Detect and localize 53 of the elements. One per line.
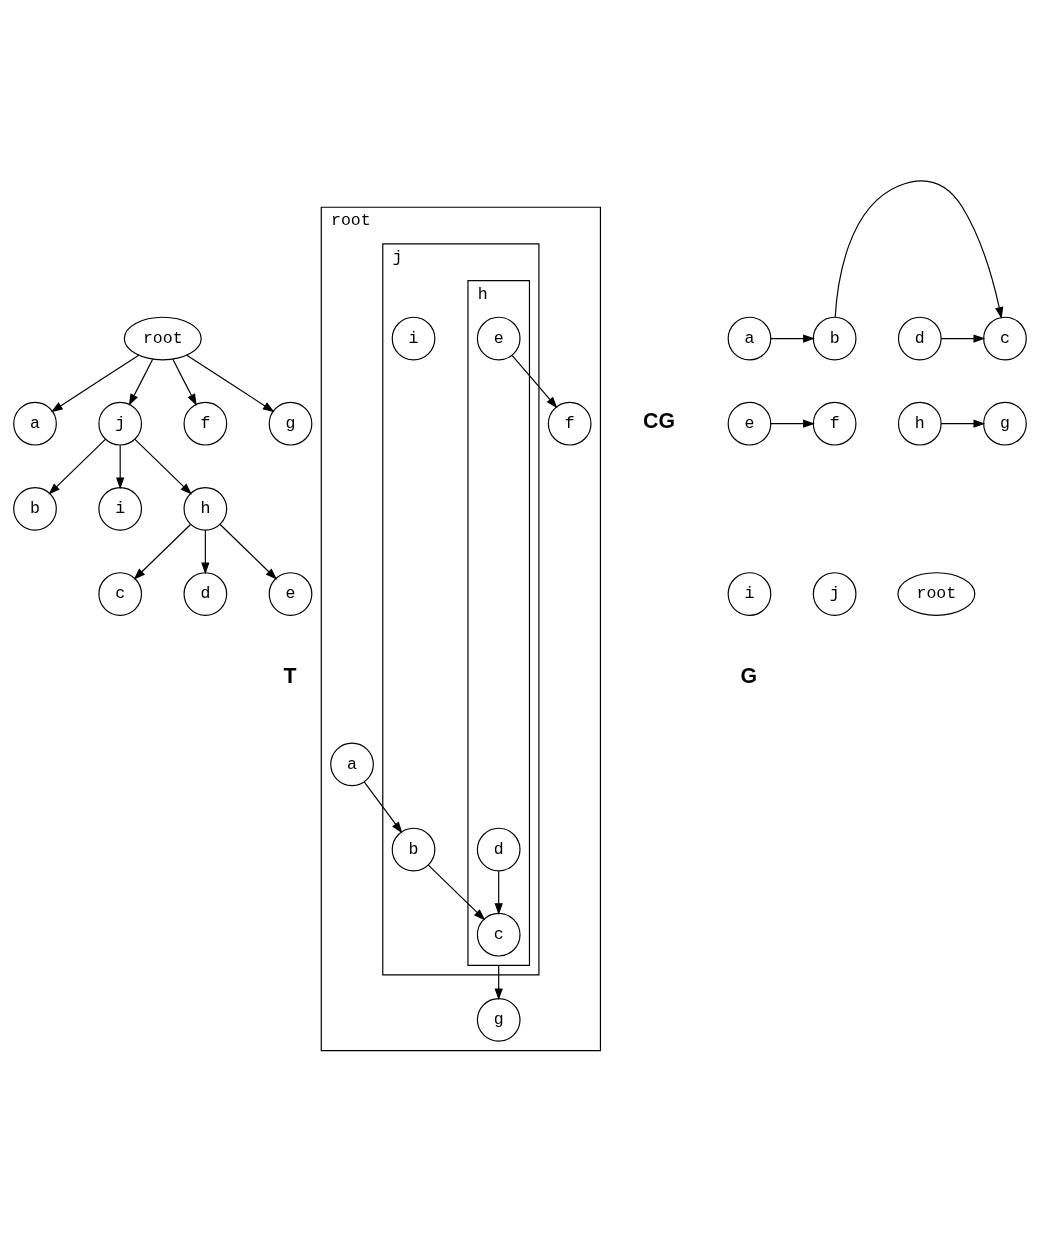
node-circle: c <box>982 316 1027 361</box>
arrow <box>834 180 1003 319</box>
node-ellipse: root <box>123 316 202 361</box>
arrow <box>363 781 402 834</box>
node-circle: a <box>12 401 57 446</box>
node-circle: f <box>547 401 592 446</box>
arrow <box>940 419 985 428</box>
arrow <box>427 864 485 921</box>
node-circle: g <box>476 998 521 1042</box>
arrow <box>769 334 815 343</box>
arrow <box>50 354 139 413</box>
node-circle: f <box>812 401 857 446</box>
node-circle: b <box>12 487 57 531</box>
node-circle: d <box>897 316 942 361</box>
node-circle: g <box>982 401 1027 446</box>
node-circle: c <box>97 572 142 616</box>
arrow <box>115 444 124 490</box>
arrow <box>219 523 277 580</box>
arrow <box>200 529 209 575</box>
node-circle: f <box>182 401 227 446</box>
node-circle: h <box>182 487 227 531</box>
node-circle: c <box>476 912 521 957</box>
node-circle: d <box>182 572 227 616</box>
label: CG <box>642 408 675 433</box>
node-circle: e <box>727 401 771 446</box>
label: T <box>282 664 296 689</box>
node-circle: i <box>391 316 435 361</box>
node-circle: b <box>391 827 435 872</box>
arrow <box>171 358 197 406</box>
node-circle: b <box>812 316 857 361</box>
node-circle: i <box>97 487 142 531</box>
arrow <box>47 438 106 495</box>
node-circle: g <box>268 401 312 446</box>
arrow <box>133 438 192 495</box>
arrow <box>940 334 985 343</box>
arrow <box>510 354 558 409</box>
arrow <box>769 419 815 428</box>
node-circle: i <box>727 572 771 616</box>
label: G <box>740 664 757 689</box>
arrow <box>128 358 153 406</box>
arrow <box>494 870 503 916</box>
node-circle: e <box>268 572 312 616</box>
node-circle: j <box>812 572 857 616</box>
arrow <box>133 523 191 580</box>
node-circle: h <box>897 401 942 446</box>
node-circle: a <box>329 742 374 787</box>
node-circle: a <box>727 316 771 361</box>
node-ellipse: root <box>896 572 975 616</box>
arrow <box>494 964 503 1001</box>
node-circle: e <box>476 316 521 361</box>
node-circle: j <box>97 401 142 446</box>
node-circle: d <box>476 827 521 872</box>
arrow <box>185 354 275 413</box>
